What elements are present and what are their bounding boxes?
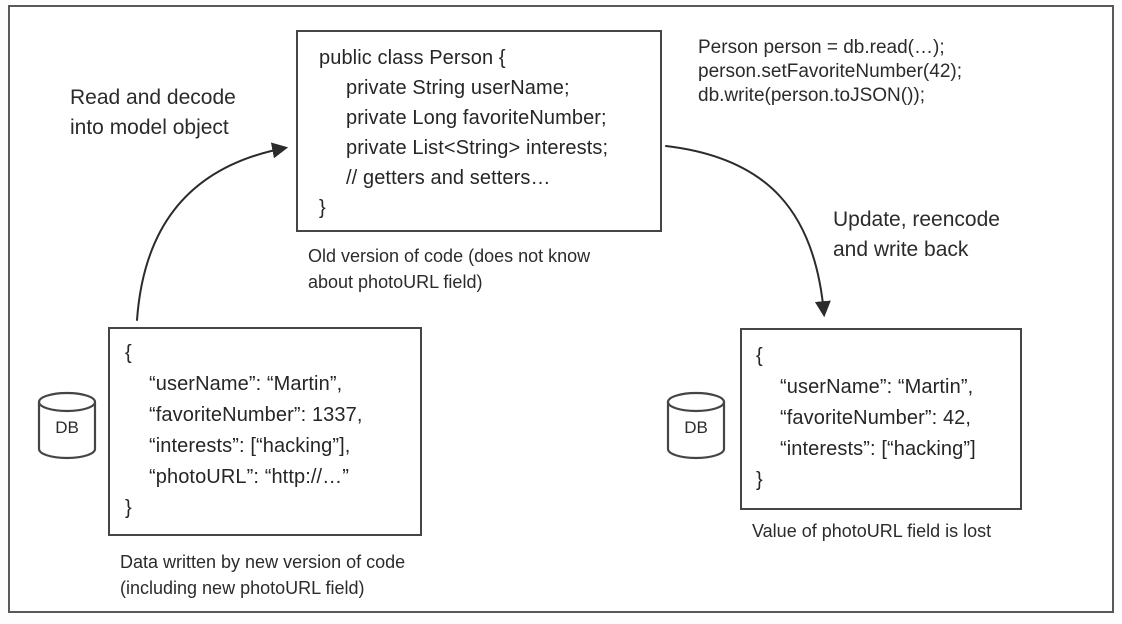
model-box-caption-line2: about photoURL field): [308, 272, 483, 292]
snippet-line: person.setFavoriteNumber(42);: [698, 61, 962, 82]
code-line: // getters and setters…: [346, 167, 551, 189]
new-record-box: { “userName”: “Martin”, “favoriteNumber”…: [108, 327, 422, 536]
rewritten-record-caption-line1: Value of photoURL field is lost: [752, 521, 992, 541]
database-icon: [666, 391, 726, 460]
json-line: {: [125, 342, 132, 364]
read-decode-label-line1: Read and decode: [70, 86, 236, 109]
model-box-caption: Old version of code (does not know about…: [308, 243, 590, 295]
code-line: public class Person {: [319, 47, 506, 69]
json-line: “favoriteNumber”: 42,: [780, 407, 972, 429]
json-line: }: [125, 497, 132, 519]
update-write-label: Update, reencode and write back: [833, 205, 1000, 265]
read-decode-label: Read and decode into model object: [70, 83, 236, 143]
rewritten-record-box: { “userName”: “Martin”, “favoriteNumber”…: [740, 328, 1022, 510]
json-line: “userName”: “Martin”,: [780, 376, 974, 398]
code-line: }: [319, 197, 326, 219]
model-box-caption-line1: Old version of code (does not know: [308, 246, 591, 266]
read-decode-label-line2: into model object: [70, 116, 229, 139]
json-line: {: [756, 345, 763, 367]
db-left: DB: [36, 391, 98, 463]
json-line: “interests”: [“hacking”]: [780, 438, 976, 460]
db-left-label: DB: [55, 418, 79, 437]
json-line: }: [756, 469, 763, 491]
new-record-caption-line2: (including new photoURL field): [120, 578, 365, 598]
database-icon: [37, 391, 97, 460]
json-line: “favoriteNumber”: 1337,: [149, 404, 363, 426]
person-class-box: public class Person { private String use…: [296, 30, 662, 232]
rewritten-record-caption: Value of photoURL field is lost: [752, 518, 991, 544]
code-line: private List<String> interests;: [346, 137, 609, 159]
db-right: DB: [665, 391, 727, 463]
json-line: “interests”: [“hacking”],: [149, 435, 351, 457]
db-right-label: DB: [684, 418, 708, 437]
json-line: “userName”: “Martin”,: [149, 373, 343, 395]
code-line: private String userName;: [346, 77, 570, 99]
new-record-caption: Data written by new version of code (inc…: [120, 549, 405, 601]
json-line: “photoURL”: “http://…”: [149, 466, 350, 488]
update-write-label-line1: Update, reencode: [833, 208, 1000, 231]
snippet-line: Person person = db.read(…);: [698, 37, 945, 58]
update-write-label-line2: and write back: [833, 238, 969, 261]
new-record-caption-line1: Data written by new version of code: [120, 552, 406, 572]
snippet-line: db.write(person.toJSON());: [698, 85, 926, 106]
update-code-snippet: Person person = db.read(…); person.setFa…: [698, 36, 962, 108]
code-line: private Long favoriteNumber;: [346, 107, 607, 129]
